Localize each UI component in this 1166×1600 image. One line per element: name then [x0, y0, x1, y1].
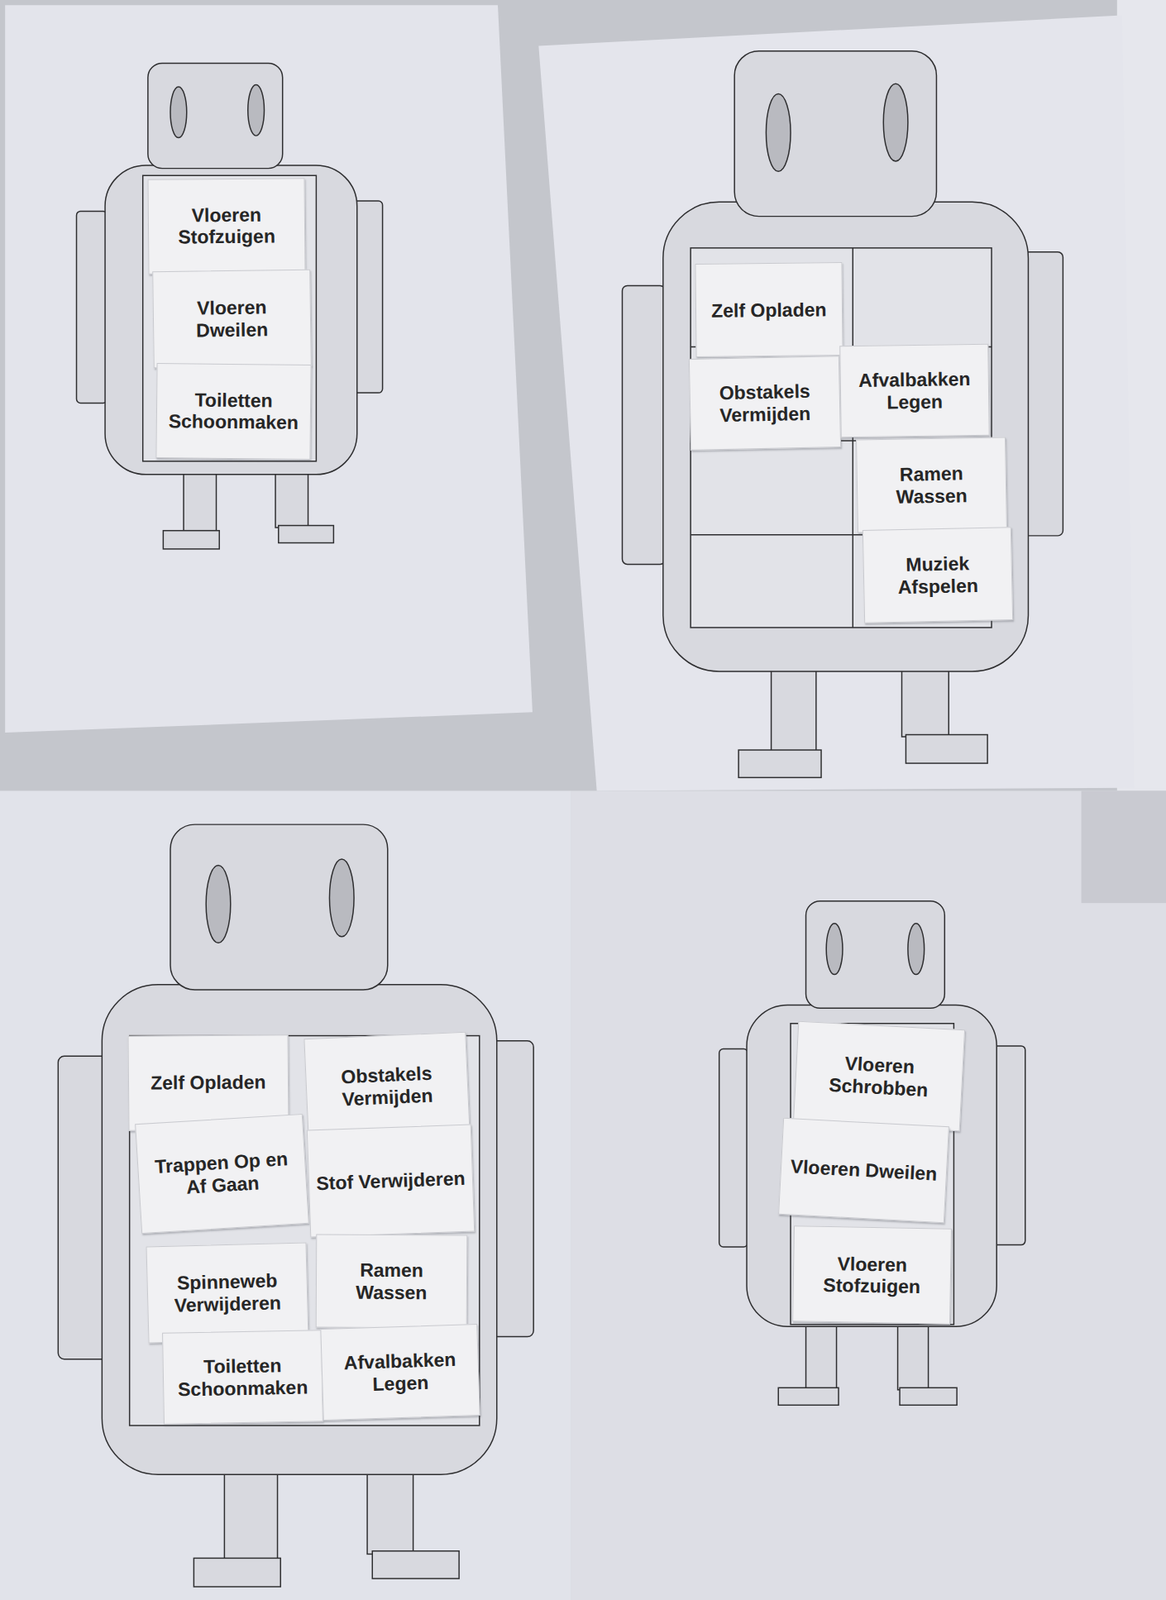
- card-label: Muziek Afspelen: [869, 552, 1005, 599]
- robot-leg: [367, 1467, 414, 1555]
- robot-body: [746, 1005, 997, 1328]
- robot-foot: [905, 735, 988, 765]
- task-card: Toiletten Schoonmaken: [162, 1329, 324, 1425]
- robot-foot: [278, 525, 335, 544]
- robot-eye: [170, 86, 187, 139]
- robot-head: [734, 51, 937, 217]
- robot-leg: [275, 469, 308, 528]
- card-label: Vloeren Stofzuigen: [155, 203, 298, 249]
- robot-head: [148, 63, 283, 169]
- robot-arm: [621, 286, 665, 565]
- task-card: Ramen Wassen: [855, 437, 1008, 535]
- robot-foot: [778, 1387, 839, 1405]
- task-card: Trappen Op en Af Gaan: [134, 1113, 310, 1234]
- task-card: Ramen Wassen: [315, 1233, 469, 1329]
- robot-foot: [162, 530, 220, 550]
- robot-foot: [372, 1551, 459, 1579]
- robot-foot: [738, 750, 822, 778]
- robot-eye: [826, 923, 843, 975]
- paper-sheet: [538, 15, 1134, 792]
- robot-arm: [76, 210, 108, 403]
- robot-eye: [248, 84, 265, 136]
- robot-leg: [771, 665, 817, 754]
- task-card: Vloeren Dweilen: [778, 1118, 950, 1224]
- paper-sheet: [571, 790, 1166, 1600]
- task-card: Afvalbakken Legen: [840, 344, 991, 439]
- card-label: Vloeren Schrobben: [802, 1050, 957, 1102]
- paper-sheet: [0, 790, 572, 1600]
- robot-leg: [806, 1324, 837, 1391]
- robot-foot: [193, 1557, 281, 1587]
- robot-figure: [57, 51, 1063, 1587]
- card-label: Spinneweb Verwijderen: [153, 1269, 301, 1317]
- robot-arm: [719, 1049, 749, 1248]
- card-label: Obstakels Vermijden: [696, 379, 833, 426]
- robot-eye: [883, 83, 908, 162]
- robot-leg: [898, 1324, 929, 1391]
- card-label: Toiletten Schoonmaken: [170, 1353, 316, 1401]
- robot-eye: [329, 859, 354, 937]
- task-card: Spinneweb Verwijderen: [145, 1242, 309, 1343]
- robot-eye: [205, 864, 231, 943]
- card-panel: [143, 175, 317, 462]
- panel-divider: [852, 248, 854, 628]
- robot-head: [170, 824, 388, 990]
- task-card: Obstakels Vermijden: [688, 355, 842, 451]
- robot-eye: [907, 923, 925, 975]
- task-card: Muziek Afspelen: [861, 526, 1013, 624]
- card-label: Zelf Opladen: [150, 1071, 267, 1095]
- task-card: Vloeren Dweilen: [152, 269, 312, 369]
- card-label: Vloeren Dweilen: [160, 296, 305, 342]
- paper-shadow: [1081, 790, 1166, 904]
- card-label: Obstakels Vermijden: [312, 1060, 462, 1112]
- card-label: Vloeren Stofzuigen: [799, 1252, 944, 1299]
- task-card: Toiletten Schoonmaken: [155, 363, 311, 460]
- task-card: Vloeren Schrobben: [793, 1021, 966, 1133]
- task-card: Vloeren Stofzuigen: [147, 177, 306, 274]
- card-label: Zelf Opladen: [711, 298, 827, 322]
- robot-body: [663, 201, 1029, 672]
- card-label: Ramen Wassen: [323, 1259, 460, 1305]
- card-label: Stof Verwijderen: [315, 1167, 466, 1195]
- task-card: Vloeren Stofzuigen: [792, 1225, 952, 1324]
- robot-foot: [899, 1387, 957, 1405]
- card-label: Vloeren Dweilen: [789, 1156, 938, 1186]
- card-label: Trappen Op en Af Gaan: [143, 1147, 300, 1201]
- task-card: Stof Verwijderen: [305, 1124, 474, 1238]
- paper-sheet: [4, 4, 533, 733]
- task-card: Zelf Opladen: [695, 262, 844, 358]
- task-card: Afvalbakken Legen: [320, 1323, 480, 1421]
- robot-eye: [765, 94, 791, 173]
- robot-head: [806, 901, 946, 1009]
- robot-leg: [183, 471, 216, 531]
- card-label: Afvalbakken Legen: [847, 367, 983, 414]
- robot-body: [101, 984, 497, 1475]
- robot-body: [105, 165, 358, 475]
- card-label: Toiletten Schoonmaken: [162, 388, 304, 435]
- card-label: Ramen Wassen: [864, 462, 1000, 509]
- robot-arm: [992, 1046, 1025, 1246]
- card-label: Afvalbakken Legen: [328, 1347, 473, 1396]
- robot-leg: [224, 1471, 278, 1563]
